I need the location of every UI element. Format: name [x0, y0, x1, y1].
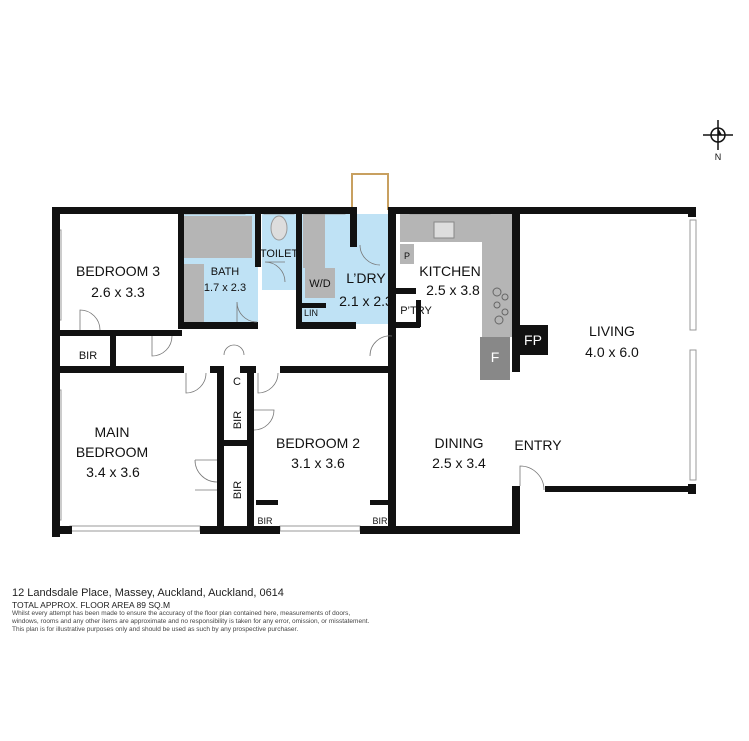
address: 12 Landsdale Place, Massey, Auckland, Au… — [12, 587, 284, 599]
dining-name: DINING — [435, 435, 484, 451]
fridge — [480, 337, 510, 380]
bathtub — [184, 216, 252, 258]
fridge-label: F — [491, 349, 500, 365]
main-bedroom-name1: MAIN — [95, 424, 130, 440]
kitchen-size: 2.5 x 3.8 — [426, 282, 480, 298]
bir-bedroom3: BIR — [79, 350, 97, 362]
pantry-name: P’TRY — [400, 305, 432, 317]
living-name: LIVING — [589, 323, 635, 339]
bath-name: BATH — [211, 266, 240, 278]
toilet-name: TOILET — [260, 248, 299, 260]
walls — [52, 207, 696, 537]
dining-size: 2.5 x 3.4 — [432, 455, 486, 471]
sink-icon — [433, 221, 455, 239]
main-bedroom-size: 3.4 x 3.6 — [86, 464, 140, 480]
bir-main: BIR — [232, 481, 244, 499]
kitchen-bench-side — [482, 242, 512, 337]
floor-area: TOTAL APPROX. FLOOR AREA 89 SQ.M — [12, 600, 171, 610]
laundry-name: L’DRY — [346, 270, 386, 286]
bedroom3-name: BEDROOM 3 — [76, 263, 160, 279]
laundry-bench — [303, 214, 325, 268]
washer-dryer — [305, 268, 335, 298]
toilet-fixture — [270, 215, 288, 241]
bir-hall: BIR — [232, 411, 244, 429]
cooktop-icon — [492, 287, 509, 325]
living-size: 4.0 x 6.0 — [585, 344, 639, 360]
main-bedroom-name2: BEDROOM — [76, 444, 148, 460]
fireplace-label: FP — [524, 332, 542, 348]
fireplace — [518, 325, 548, 355]
bedroom2-size: 3.1 x 3.6 — [291, 455, 345, 471]
compass-icon — [703, 120, 733, 150]
vanity — [184, 264, 204, 322]
pantry-shelf — [400, 244, 414, 264]
bir-bedroom2-a: BIR — [257, 516, 273, 526]
entry-name: ENTRY — [514, 437, 562, 453]
kitchen-bench-top — [400, 214, 512, 242]
bath-size: 1.7 x 2.3 — [204, 282, 246, 294]
wd-name: W/D — [309, 278, 330, 290]
compass-north-label: N — [715, 152, 722, 162]
bedroom2-name: BEDROOM 2 — [276, 435, 360, 451]
disclaimer-line: Whilst every attempt has been made to en… — [12, 610, 351, 617]
kitchen-name: KITCHEN — [419, 263, 480, 279]
lin-name: LIN — [304, 308, 318, 318]
laundry-size: 2.1 x 2.3 — [339, 293, 393, 309]
porch-outline — [351, 173, 389, 210]
disclaimer-line: This plan is for illustrative purposes o… — [12, 626, 299, 633]
footer: 12 Landsdale Place, Massey, Auckland, Au… — [12, 587, 369, 634]
bir-bedroom2-b: BIR — [372, 516, 388, 526]
cupboard-label: C — [233, 376, 241, 388]
bedroom3-size: 2.6 x 3.3 — [91, 284, 145, 300]
disclaimer-line: windows, rooms and any other items are a… — [12, 618, 370, 625]
doors — [79, 244, 545, 491]
pantry-p-label: P — [404, 251, 410, 261]
